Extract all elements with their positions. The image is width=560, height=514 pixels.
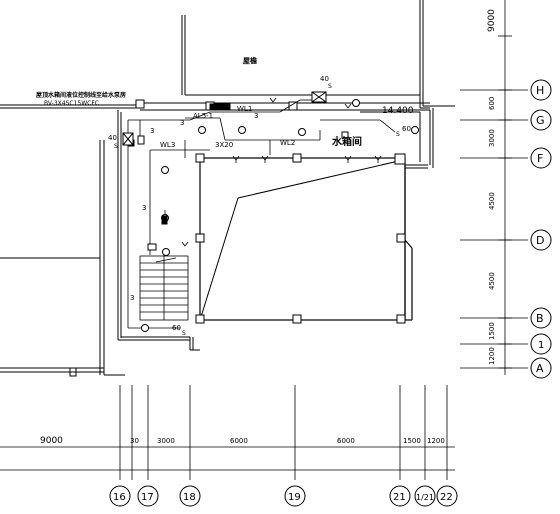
axis-row-1: 1 — [538, 340, 544, 351]
panel-label: AL5-1 — [193, 112, 213, 120]
note-line-1: 屋顶水箱间液位控制线至给水泵房 — [36, 91, 126, 99]
right-dim-top: 9000 — [487, 9, 497, 32]
lamp-fixtures — [141, 99, 419, 332]
row-axis-bubbles — [530, 79, 552, 379]
axis-col-17: 17 — [141, 492, 154, 503]
wire-count-a: 3 — [150, 127, 154, 135]
note-line-2: BV-3X4SC15WCFC — [44, 100, 99, 107]
axis-row-f: F — [537, 152, 543, 165]
axis-col-19: 19 — [288, 492, 301, 503]
roof-label: 屋檐 — [243, 56, 257, 65]
tank-room-right-strip — [360, 111, 421, 162]
lamp-60-num: 60 — [402, 125, 411, 133]
fan-40-num: 40 — [320, 75, 329, 83]
axis-col-22: 22 — [440, 492, 453, 503]
column-axis-bubbles — [109, 485, 458, 507]
bottom-dim-1: 9000 — [40, 436, 63, 446]
axis-col-18: 18 — [183, 492, 196, 503]
wire-count-e: 3 — [180, 119, 184, 127]
fan-40-num-left: 40 — [108, 134, 117, 142]
left-building — [0, 140, 125, 377]
wiring — [127, 99, 396, 329]
bottom-dim-6: 1500 — [403, 437, 421, 445]
right-dim-5: 1500 — [488, 322, 496, 340]
bottom-dim-7: 1200 — [427, 437, 445, 445]
wire-count-b: 3 — [254, 112, 258, 120]
wire-count-3x20: 3X20 — [215, 141, 233, 149]
fan-40-unit-left: S — [114, 143, 118, 150]
upper-wall-structure — [181, 0, 455, 109]
diagonal-lines — [199, 159, 404, 321]
axis-row-b: B — [536, 312, 544, 325]
axis-row-a: A — [536, 362, 544, 375]
axis-row-d: D — [536, 234, 544, 247]
wire-count-d: 3 — [130, 294, 134, 302]
axis-col-16: 16 — [113, 492, 126, 503]
lamp-60-unit: S — [396, 131, 400, 138]
circuit-wl3: WL3 — [160, 141, 175, 149]
columns — [127, 99, 406, 324]
right-dim-6: 1200 — [488, 347, 496, 365]
bottom-dimension-line — [0, 385, 455, 480]
fan-40-unit: S — [328, 83, 332, 90]
exhaust-fan-symbol — [122, 91, 327, 146]
circuit-wl2: WL2 — [280, 139, 295, 147]
bottom-dim-5: 6000 — [337, 437, 355, 445]
room-enclosure — [117, 110, 428, 351]
room-name-label: 水箱间 — [331, 135, 362, 148]
axis-row-g: G — [536, 114, 545, 127]
right-dim-2: 3000 — [488, 129, 496, 147]
bottom-dim-2: 30 — [130, 437, 139, 445]
distribution-panel — [137, 103, 349, 251]
right-dimension-line — [460, 0, 528, 375]
switch-symbols — [181, 97, 382, 247]
axis-col-21: 21 — [393, 492, 406, 503]
roof-edge-walls — [0, 102, 434, 168]
axis-col-1-21: 1/21 — [416, 493, 434, 502]
elevation-label: 14.400 — [382, 106, 414, 116]
lamp-60-unit-bottom: S — [182, 330, 186, 337]
bottom-dim-4: 6000 — [230, 437, 248, 445]
wire-count-c: 3 — [142, 204, 146, 212]
circuit-wl1: WL1 — [237, 105, 252, 113]
right-dim-1: 600 — [488, 97, 496, 110]
bottom-dim-3: 3000 — [157, 437, 175, 445]
lamp-60-num-bottom: 60 — [172, 324, 181, 332]
right-dim-4: 4500 — [488, 272, 496, 290]
right-dim-3: 4500 — [488, 192, 496, 210]
axis-row-h: H — [536, 84, 544, 97]
stair — [139, 255, 189, 321]
